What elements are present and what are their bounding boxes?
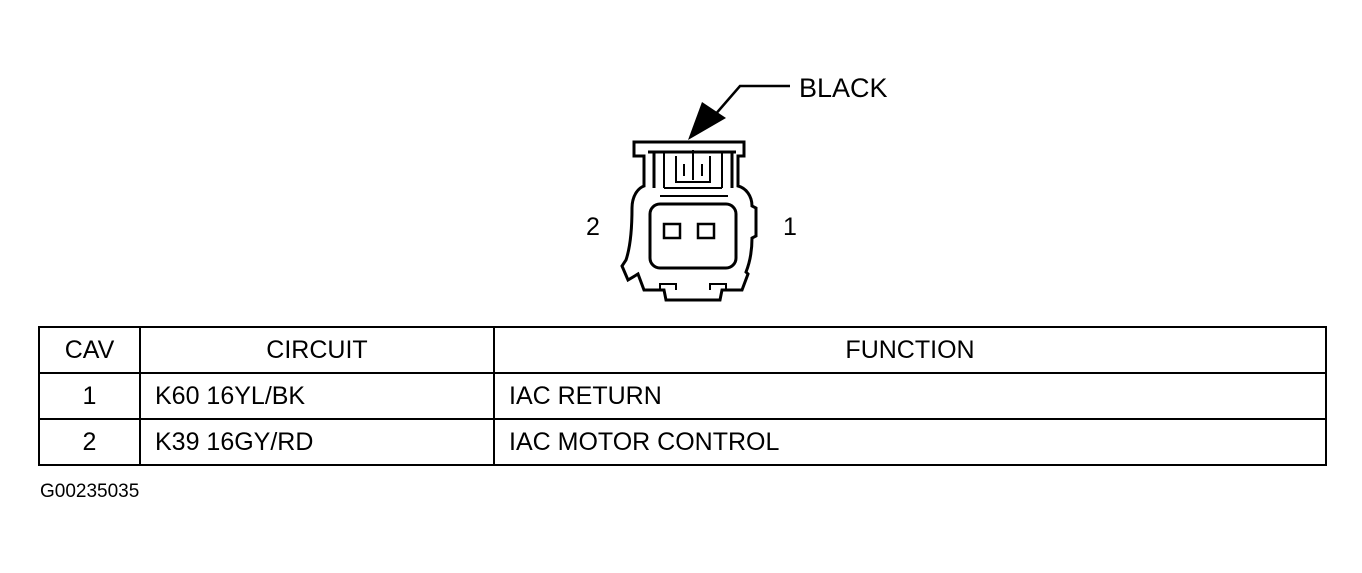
callout-arrow — [688, 84, 790, 140]
cavity-1 — [696, 222, 716, 240]
cell-circuit: K39 16GY/RD — [139, 418, 495, 466]
connector-diagram: BLACK 2 1 — [586, 73, 888, 302]
pinout-table: CAV CIRCUIT FUNCTION 1 K60 16YL/BK IAC R… — [38, 326, 1327, 466]
cell-circuit: K60 16YL/BK — [139, 372, 495, 420]
table-row: 1 K60 16YL/BK IAC RETURN — [38, 372, 1327, 420]
figure-id: G00235035 — [40, 481, 140, 502]
cavity-2 — [662, 222, 682, 240]
cell-cav: 1 — [38, 372, 141, 420]
pin-label-left: 2 — [586, 213, 600, 241]
header-circuit: CIRCUIT — [139, 326, 495, 374]
cell-function: IAC MOTOR CONTROL — [493, 418, 1327, 466]
table-row: 2 K39 16GY/RD IAC MOTOR CONTROL — [38, 418, 1327, 466]
connector-housing — [620, 140, 758, 302]
pin-label-right: 1 — [783, 213, 797, 241]
header-cav: CAV — [38, 326, 141, 374]
table-header-row: CAV CIRCUIT FUNCTION — [38, 326, 1327, 374]
cell-function: IAC RETURN — [493, 372, 1327, 420]
connector-color-label: BLACK — [799, 73, 888, 103]
cell-cav: 2 — [38, 418, 141, 466]
header-function: FUNCTION — [493, 326, 1327, 374]
